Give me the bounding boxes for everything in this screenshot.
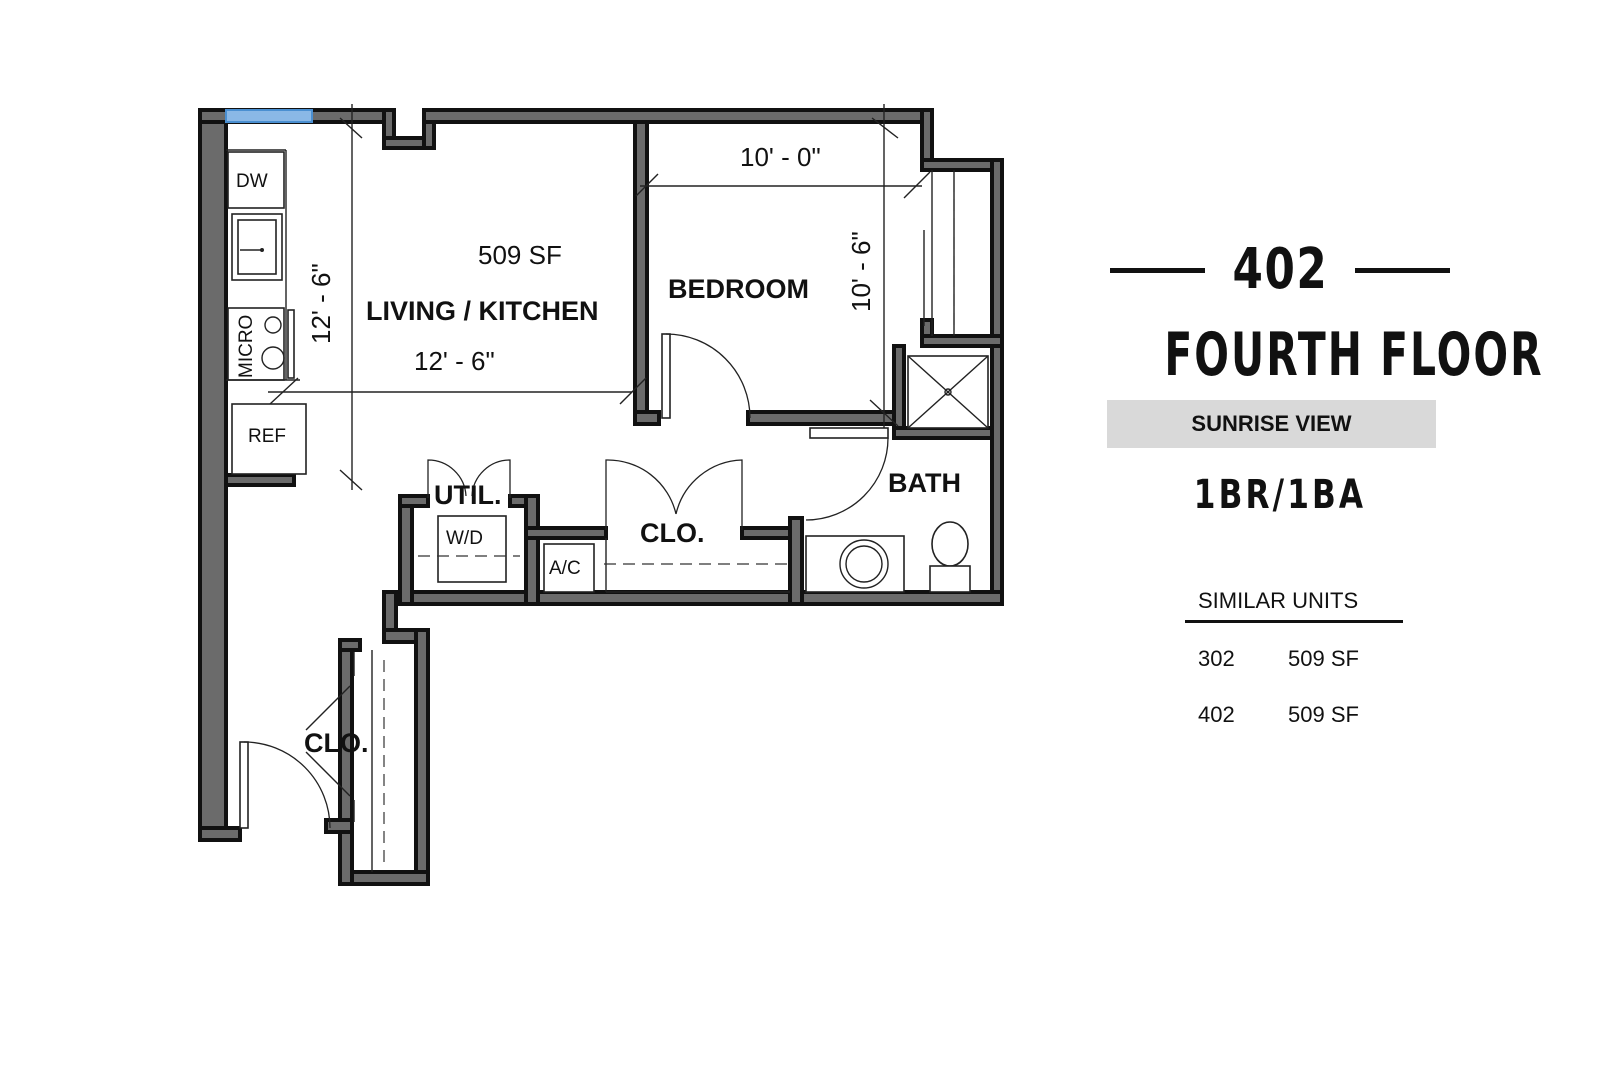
entry-closet [239, 650, 385, 872]
bedroom-door [661, 333, 751, 419]
bath-fixtures [805, 355, 989, 593]
wall-util-left [398, 494, 414, 606]
living-depth-dim: 12' - 6" [306, 263, 336, 344]
wall-kitchen-end [224, 473, 296, 487]
wall-bedroom-bottom [746, 410, 898, 426]
wall-left [198, 108, 228, 842]
range-micro [227, 307, 285, 381]
unit-area-label: 509 SF [478, 240, 562, 270]
wall-bath-left [892, 344, 906, 436]
similar-units-heading: SIMILAR UNITS [1185, 588, 1403, 623]
living-width-dim: 12' - 6" [414, 346, 495, 376]
window-highlight [225, 109, 313, 123]
unit-number-row: 402 [1110, 240, 1450, 300]
wall-bedcloset-bottom [920, 334, 1004, 348]
similar-unit-number: 402 [1198, 702, 1235, 727]
vanity [805, 535, 905, 593]
wall-right [990, 158, 1004, 602]
wall-bed-right-top [920, 108, 934, 164]
wall-left-foot [198, 826, 242, 842]
dishwasher-label: DW [236, 171, 268, 192]
dimension-lines [268, 104, 931, 491]
table-row: 302 509 SF [1185, 631, 1415, 687]
entry-closet-label: CLO. [304, 728, 369, 758]
wall-eclo-jog [324, 818, 354, 834]
unit-info-panel: 402 FOURTH FLOOR SUNRISE VIEW 1BR/1BA [1107, 240, 1544, 520]
wall-bath-top [892, 426, 994, 440]
utility-fixtures [418, 459, 790, 593]
similar-unit-number: 302 [1198, 646, 1235, 671]
unit-number: 402 [1232, 237, 1328, 302]
ac-label: A/C [549, 558, 581, 579]
bath-label: BATH [888, 468, 961, 498]
unit-type: 1BR/1BA [1193, 472, 1367, 518]
wall-bottom-core [382, 590, 1004, 606]
wall-clo-top-left [524, 526, 608, 540]
floor-title: FOURTH FLOOR [1164, 320, 1544, 390]
wall-bedroom-left-foot [633, 410, 661, 426]
utility-label: UTIL. [434, 480, 502, 510]
similar-unit-area: 509 SF [1288, 702, 1359, 727]
table-row: 402 509 SF [1185, 687, 1415, 743]
bedroom-label: BEDROOM [668, 274, 809, 304]
rule-right [1355, 267, 1450, 273]
room-labels: 509 SF LIVING / KITCHEN 12' - 6" 12' - 6… [236, 142, 961, 758]
washer-dryer [437, 515, 507, 583]
living-kitchen-label: LIVING / KITCHEN [366, 296, 599, 326]
dishwasher [227, 151, 285, 209]
similar-units-table: SIMILAR UNITS 302 509 SF 402 509 SF [1185, 588, 1415, 743]
wall-eclo-left [338, 638, 354, 886]
similar-unit-area: 509 SF [1288, 646, 1359, 671]
wall-top [422, 108, 934, 124]
wall-util-top-left [398, 494, 430, 508]
hall-closet-label: CLO. [640, 518, 705, 548]
ref-label: REF [248, 426, 286, 447]
refrigerator [231, 403, 307, 475]
rule-left [1110, 267, 1205, 273]
wall-eclo-top [338, 638, 362, 652]
toilet [931, 521, 969, 567]
ac-unit [543, 543, 595, 593]
micro-label: MICRO [236, 315, 257, 378]
wall-bath-bottom-left [788, 516, 804, 606]
wall-entry-right [414, 628, 430, 886]
bedroom-closet [923, 170, 955, 336]
kitchen-fixtures [226, 149, 307, 475]
bedroom-depth-dim: 10' - 6" [846, 231, 876, 312]
view-badge: SUNRISE VIEW [1107, 400, 1436, 448]
wall-util-right [524, 494, 540, 606]
wd-label: W/D [446, 528, 483, 549]
bedroom-width-dim: 10' - 0" [740, 142, 821, 172]
walls [198, 108, 1004, 886]
